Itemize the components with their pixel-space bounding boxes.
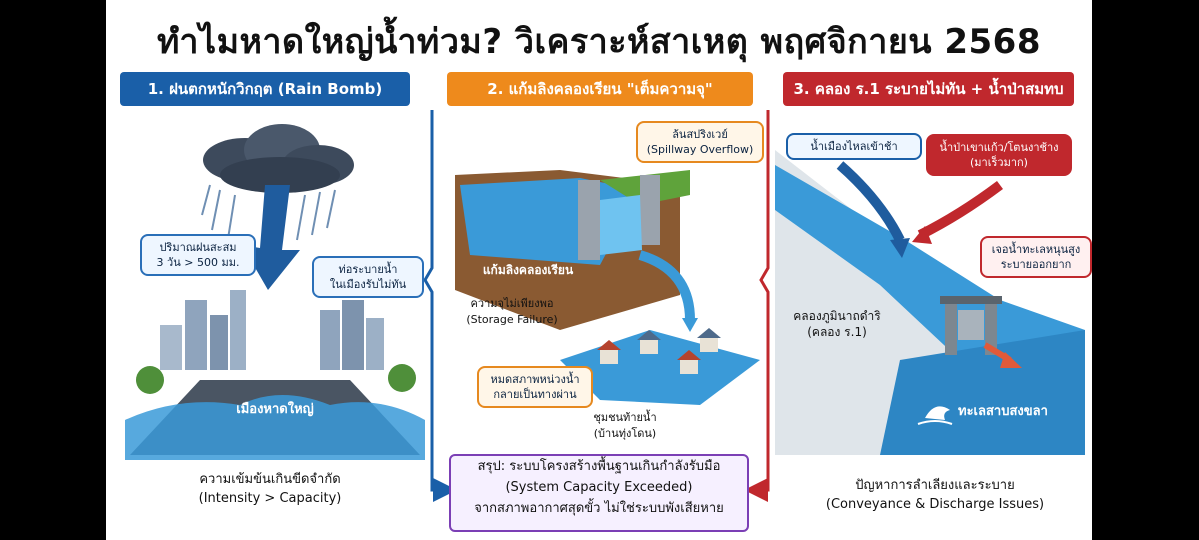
- tide-callout: เจอน้ำทะเลหนุนสูง ระบายออกยาก: [980, 236, 1092, 278]
- wave-icon: [917, 406, 953, 425]
- column-2-header: 2. แก้มลิงคลองเรียน "เต็มความจุ": [447, 72, 753, 106]
- downstream-village-label: ชุมชนท้ายน้ำ (บ้านทุ่งโดน): [593, 411, 657, 440]
- reservoir-label: แก้มลิงคลองเรียน: [482, 263, 574, 277]
- flood-water: [125, 395, 425, 460]
- retention-callout: หมดสภาพหน่วงน้ำ กลายเป็นทางผ่าน: [477, 366, 593, 408]
- storage-failure-label: ความจุไม่เพียงพอ (Storage Failure): [466, 297, 558, 326]
- city-flow-arrow-icon: [836, 161, 905, 243]
- sluice-gate-icon: [940, 296, 1002, 355]
- separator-red: [744, 110, 770, 502]
- forest-water-callout: น้ำป่าเขาแก้ว/โตนงาช้าง (มาเร็วมาก): [926, 134, 1072, 176]
- column-3-header: 3. คลอง ร.1 ระบายไม่ทัน + น้ำป่าสมทบ: [783, 72, 1074, 106]
- column-1-caption: ความเข้มข้นเกินขีดจำกัด (Intensity > Cap…: [198, 472, 342, 506]
- storm-cloud-icon: [203, 124, 354, 193]
- forest-flow-arrow-icon: [917, 180, 1003, 240]
- overflow-arrow: [638, 250, 695, 321]
- spillway-callout: ล้นสปริงเวย์ (Spillway Overflow): [636, 121, 764, 163]
- rain-accumulation-callout: ปริมาณฝนสะสม 3 วัน > 500 มม.: [140, 234, 256, 276]
- city-skyline: [136, 290, 416, 394]
- house-icon: [597, 328, 721, 374]
- separator-blue: [423, 110, 457, 502]
- rain-arrow-icon: [242, 185, 300, 290]
- dam-icon: [578, 175, 660, 260]
- drainage-callout: ท่อระบายน้ำ ในเมืองรับไม่ทัน: [312, 256, 424, 298]
- lake-water: [880, 330, 1085, 455]
- column-1-header: 1. ฝนตกหนักวิกฤต (Rain Bomb): [120, 72, 410, 106]
- summary-box: สรุป: ระบบโครงสร้างพื้นฐานเกินกำลังรับมื…: [449, 454, 749, 532]
- page-title: ทำไมหาดใหญ่น้ำท่วม? วิเคราะห์สาเหตุ พฤศจ…: [157, 22, 1041, 62]
- lake-label: ทะเลสาบสงขลา: [958, 404, 1048, 419]
- canal-label: คลองภูมินาถดำริ (คลอง ร.1): [793, 309, 881, 339]
- city-label: เมืองหาดใหญ่: [236, 402, 314, 417]
- city-water-callout: น้ำเมืองไหลเข้าช้า: [786, 133, 922, 160]
- column-3-caption: ปัญหาการลำเลียงและระบาย (Conveyance & Di…: [825, 478, 1045, 512]
